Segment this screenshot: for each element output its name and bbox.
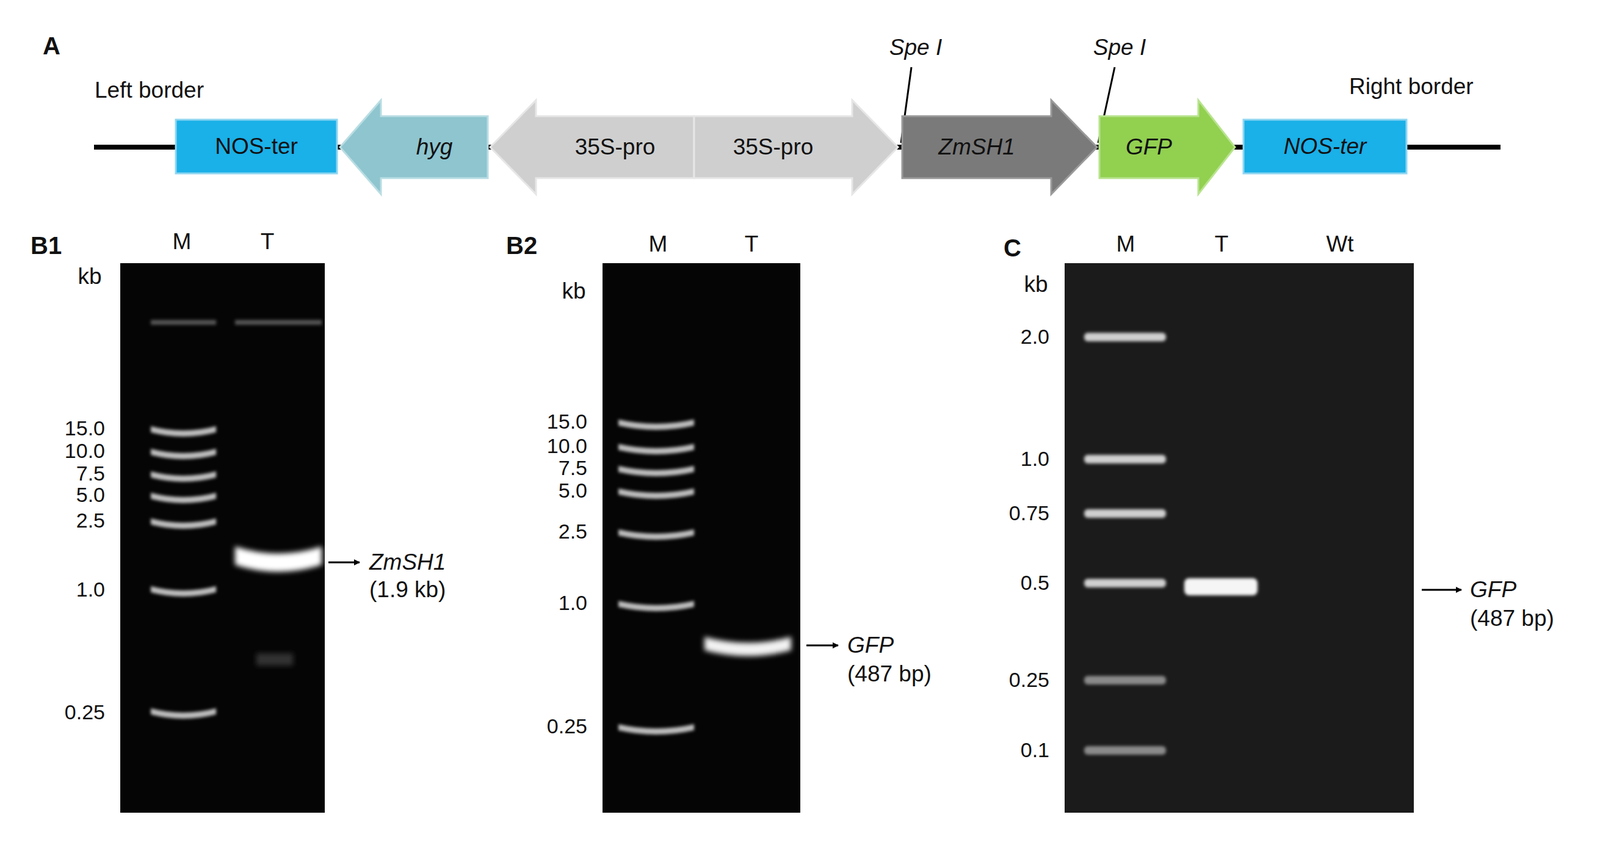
unit-label: kb [77,264,102,290]
size-marker: 2.5 [558,520,588,543]
size-marker: 1.0 [558,591,588,615]
lane-label: M [1116,231,1136,258]
lane-label: M [172,229,192,255]
band-size: (487 bp) [1469,606,1555,632]
size-marker: 1.0 [1020,447,1050,471]
size-marker: 0.5 [1020,571,1050,594]
element-label: 35S-pro [733,134,814,160]
size-marker: 0.25 [546,714,588,738]
terminator-box: NOS-ter [175,119,337,174]
band-size: (1.9 kb) [369,577,446,603]
enzyme-site: Spe I [889,35,942,61]
gel-image [1064,263,1414,813]
border-label: Left border [94,78,204,104]
size-marker: 15.0 [546,410,588,433]
element-label: ZmSH1 [938,134,1015,160]
shape-outline [340,100,488,195]
lane-label: T [260,229,275,255]
gene-arrow: ZmSH1 [902,100,1097,195]
element-label: hyg [416,134,453,160]
band-pointer [328,561,360,564]
element-label: 35S-pro [575,134,656,160]
size-marker: 0.1 [1020,738,1050,762]
enzyme-site: Spe I [1093,35,1146,61]
shape-fill [340,100,488,195]
promoter-arrow: 35S-pro [490,100,695,195]
shape-fill [694,100,898,195]
lane-label: Wt [1325,231,1354,258]
shape-fill [1099,100,1235,195]
band-label: GFP [847,633,894,659]
shape-fill [175,119,337,174]
element-label: NOS-ter [214,134,298,160]
unit-label: kb [561,278,586,305]
size-marker: 7.5 [558,456,588,480]
border-label: Right border [1349,74,1474,100]
lane-label: M [648,231,668,258]
band-label: GFP [1469,577,1517,603]
band-pointer [806,644,839,647]
lane-label: T [744,231,759,258]
shape-fill [902,100,1097,195]
size-marker: 10.0 [64,439,105,463]
gene-arrow: hyg [340,100,488,195]
gel-image [602,263,801,813]
size-marker: 0.75 [1009,501,1050,525]
size-marker: 2.5 [76,509,105,532]
size-marker: 0.25 [64,700,105,724]
size-marker: 7.5 [76,462,105,485]
panel-letter: B1 [30,231,62,259]
band-pointer [1421,589,1462,591]
size-marker: 1.0 [76,578,105,601]
panel-letter: C [1003,234,1022,262]
element-label: GFP [1125,134,1173,160]
shape-fill [490,100,695,195]
panel-letter: B2 [506,231,538,259]
unit-label: kb [1023,272,1048,298]
size-marker: 5.0 [558,479,588,502]
terminator-box: NOS-ter [1243,119,1407,174]
panel-letter: A [42,32,61,60]
promoter-arrow: 35S-pro [694,100,898,195]
size-marker: 10.0 [546,434,588,458]
reporter-arrow: GFP [1099,100,1235,195]
lane-label: T [1214,231,1229,258]
band-size: (487 bp) [847,661,932,687]
size-marker: 5.0 [76,483,105,507]
element-label: NOS-ter [1283,134,1367,160]
size-marker: 0.25 [1009,668,1050,692]
band-label: ZmSH1 [369,550,446,576]
size-marker: 2.0 [1020,325,1050,348]
gel-image [120,263,325,813]
size-marker: 15.0 [64,416,105,440]
shape-fill [1243,119,1407,174]
